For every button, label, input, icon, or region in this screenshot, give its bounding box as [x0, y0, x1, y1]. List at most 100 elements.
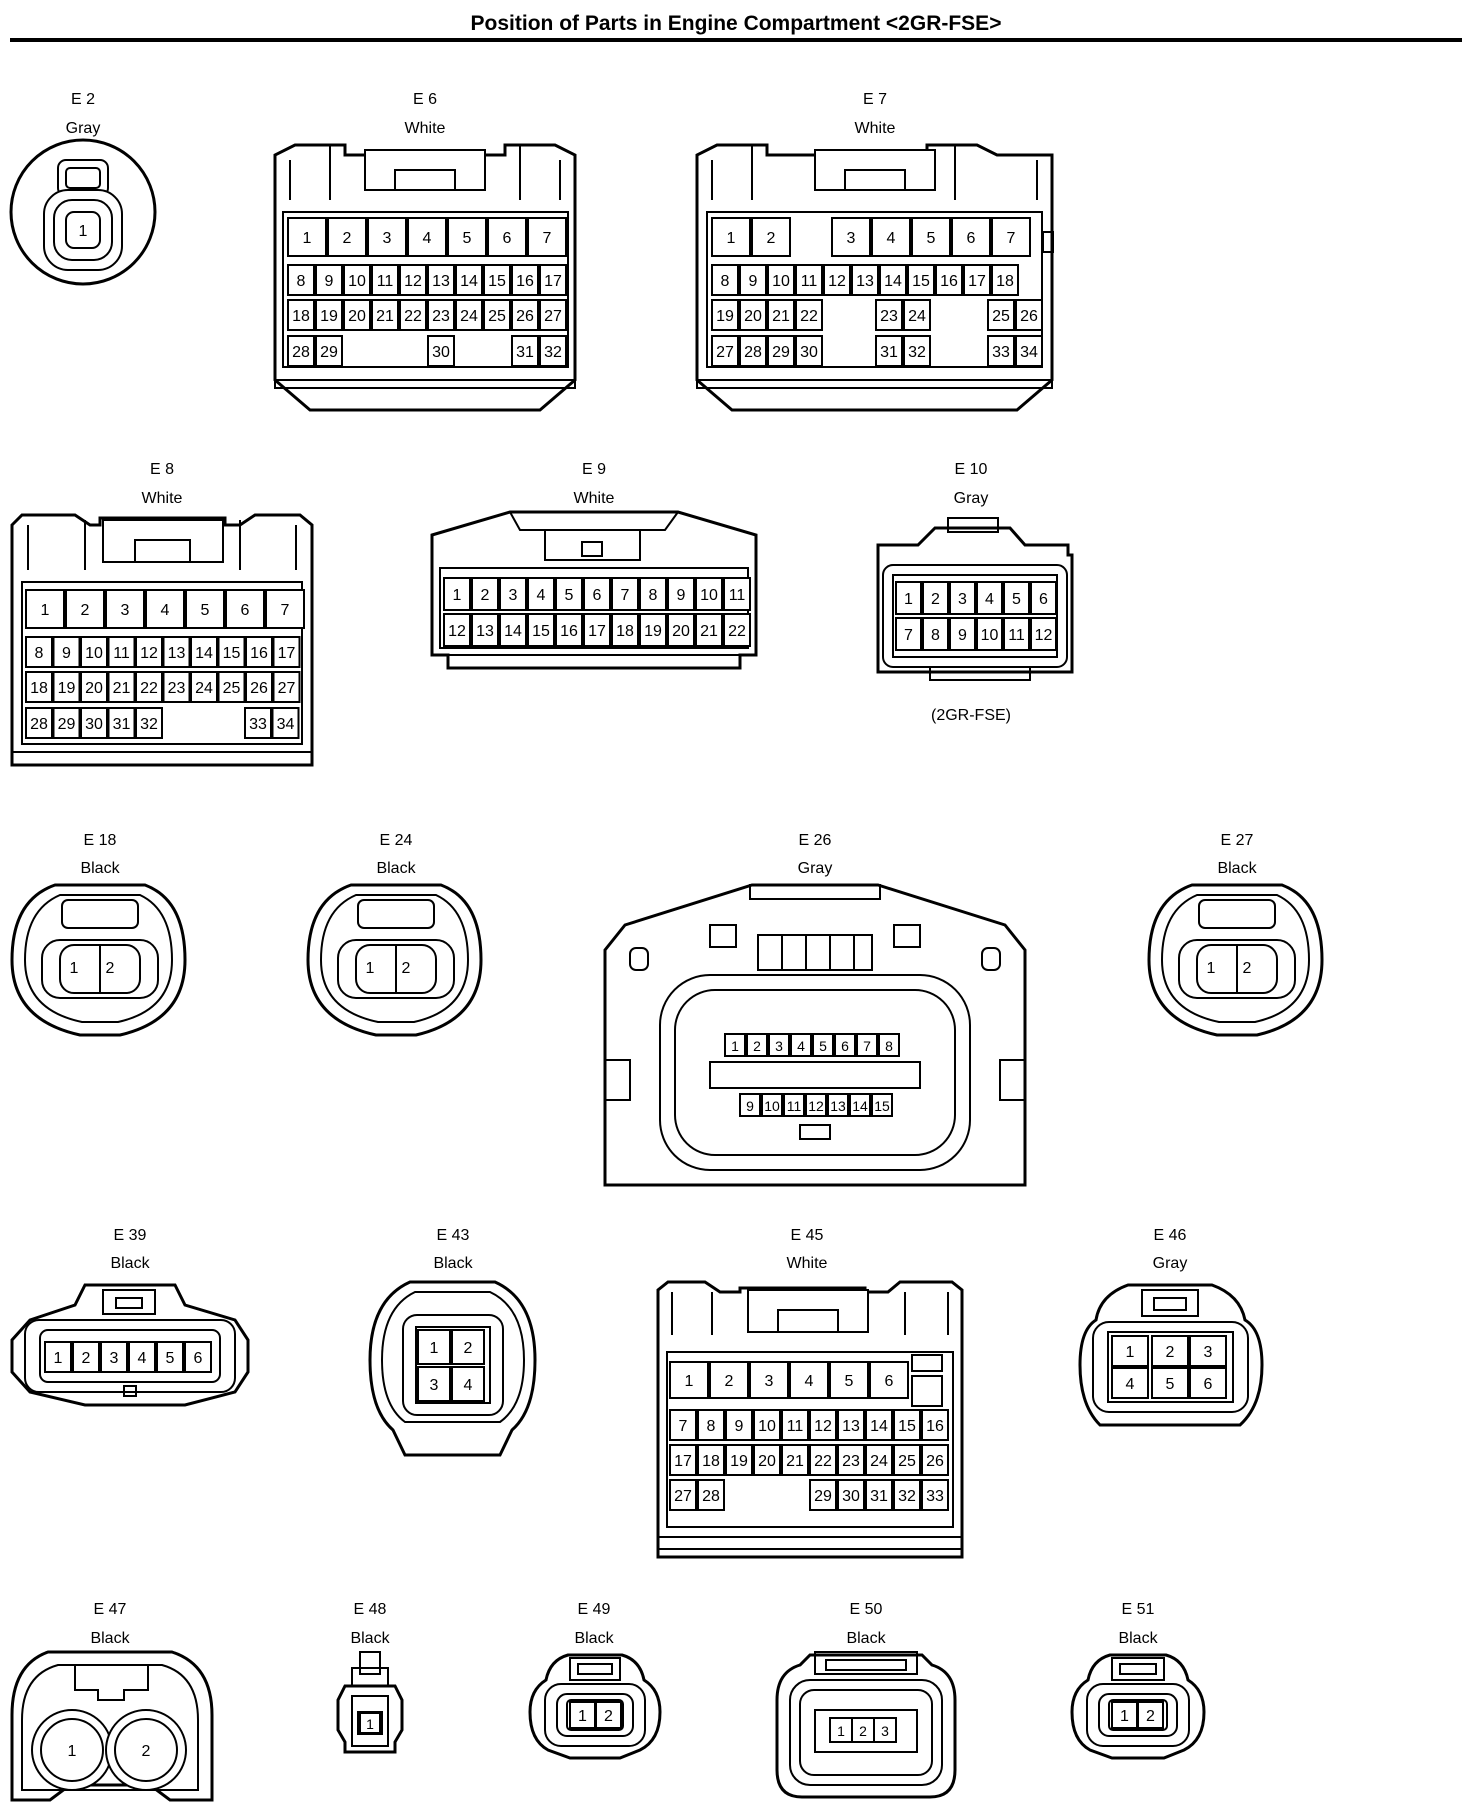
pin-e6-23: 23	[427, 299, 455, 331]
pin-cell	[739, 335, 767, 367]
pin-e26-8: 8	[878, 1033, 900, 1057]
pin-e45-23: 23	[837, 1444, 865, 1476]
pin-cell	[723, 577, 751, 611]
connector-code: E 7	[863, 91, 887, 108]
pin-e6-19: 19	[315, 299, 343, 331]
pin-number: 14	[195, 645, 213, 662]
pin-cell	[367, 217, 407, 257]
pin-number: 1	[578, 1708, 587, 1725]
pin-number: 8	[931, 627, 940, 644]
pin-cell	[1189, 1335, 1227, 1367]
pin-e7-12: 12	[823, 264, 851, 296]
pin-e26-1: 1	[724, 1033, 746, 1057]
pin-cell	[611, 613, 639, 647]
pin-e8-23: 23	[162, 671, 191, 703]
pin-cell	[265, 589, 305, 629]
pin-cell	[1015, 335, 1043, 367]
pin-e45-33: 33	[921, 1479, 949, 1511]
pin-number: 34	[277, 716, 295, 733]
pin-e8-16: 16	[245, 636, 273, 668]
pin-e7-22: 22	[795, 299, 823, 331]
pin-number: 3	[1204, 1344, 1213, 1361]
pin-e9-13: 13	[471, 613, 499, 647]
pin-cell	[809, 1444, 837, 1476]
pin-number: 31	[516, 344, 534, 361]
connector-color: White	[405, 120, 446, 137]
pin-e45-16: 16	[921, 1409, 949, 1441]
pin-cell	[511, 335, 539, 367]
pin-cell	[667, 577, 695, 611]
pin-number: 1	[837, 1723, 845, 1739]
pin-cell	[725, 1444, 753, 1476]
pin-number: 7	[904, 627, 913, 644]
pin-cell	[851, 264, 879, 296]
pin-e7-31: 31	[875, 335, 903, 367]
pin-number: 8	[721, 273, 730, 290]
pin-number: 1	[727, 230, 736, 247]
pin-number: 16	[516, 273, 534, 290]
connector-code: E 46	[1154, 1227, 1187, 1244]
pin-cell	[471, 577, 499, 611]
pin-number: 8	[649, 587, 658, 604]
pin-number: 13	[856, 273, 874, 290]
pin-e45-4: 4	[789, 1361, 829, 1399]
pin-cell	[135, 636, 163, 668]
pin-e39-5: 5	[156, 1341, 184, 1373]
connector-e2: E 2 Gray 1	[9, 91, 157, 286]
pin-e45-31: 31	[865, 1479, 893, 1511]
pin-cell	[287, 335, 315, 367]
pin-number: 6	[1204, 1376, 1213, 1393]
pin-number: 13	[842, 1418, 860, 1435]
connector-color: Black	[80, 860, 120, 877]
pin-number: 1	[70, 960, 79, 977]
pin-cell	[922, 581, 949, 615]
pin-cell	[869, 1361, 909, 1399]
pin-number: 31	[113, 716, 131, 733]
pin-e8-31: 31	[107, 707, 136, 739]
pin-number: 32	[544, 344, 562, 361]
pin-number: 4	[161, 602, 170, 619]
pin-number: 21	[113, 680, 131, 697]
pin-cell	[873, 1717, 897, 1743]
pin-cell	[667, 613, 695, 647]
pin-e8-6: 6	[225, 589, 265, 629]
pin-cell	[669, 1361, 709, 1399]
pin-e7-6: 6	[951, 217, 991, 257]
pin-e6-14: 14	[455, 264, 483, 296]
pin-e7-9: 9	[739, 264, 767, 296]
pin-e47-2: 2	[142, 1743, 151, 1760]
pin-cell	[768, 1033, 790, 1057]
pin-number: 15	[223, 645, 241, 662]
pin-e45-5: 5	[829, 1361, 869, 1399]
pin-e6-16: 16	[511, 264, 539, 296]
pin-cell	[555, 577, 583, 611]
pin-cell	[583, 613, 611, 647]
pin-number: 16	[560, 623, 578, 640]
pin-number: 5	[201, 602, 210, 619]
pin-cell	[539, 264, 567, 296]
pin-cell	[761, 1093, 783, 1117]
pin-e8-21: 21	[107, 671, 136, 703]
pin-cell	[749, 1361, 789, 1399]
pin-number: 3	[881, 1723, 889, 1739]
pin-number: 13	[432, 273, 450, 290]
pin-e9-2: 2	[471, 577, 499, 611]
pin-cell	[499, 577, 527, 611]
pin-e9-15: 15	[527, 613, 555, 647]
pin-cell	[829, 1361, 869, 1399]
connector-code: E 50	[850, 1601, 883, 1618]
pin-number: 1	[366, 1716, 374, 1732]
pin-number: 6	[967, 230, 976, 247]
pin-cell	[795, 299, 823, 331]
pin-number: 11	[787, 1418, 804, 1435]
pin-cell	[895, 617, 922, 651]
pin-number: 17	[588, 623, 606, 640]
pin-number: 4	[887, 230, 896, 247]
pin-number: 14	[460, 273, 478, 290]
pin-number: 15	[532, 623, 550, 640]
pin-number: 30	[432, 344, 450, 361]
pin-cell	[447, 217, 487, 257]
pin-cell	[471, 613, 499, 647]
pin-cell	[315, 264, 343, 296]
pin-cell	[949, 617, 976, 651]
